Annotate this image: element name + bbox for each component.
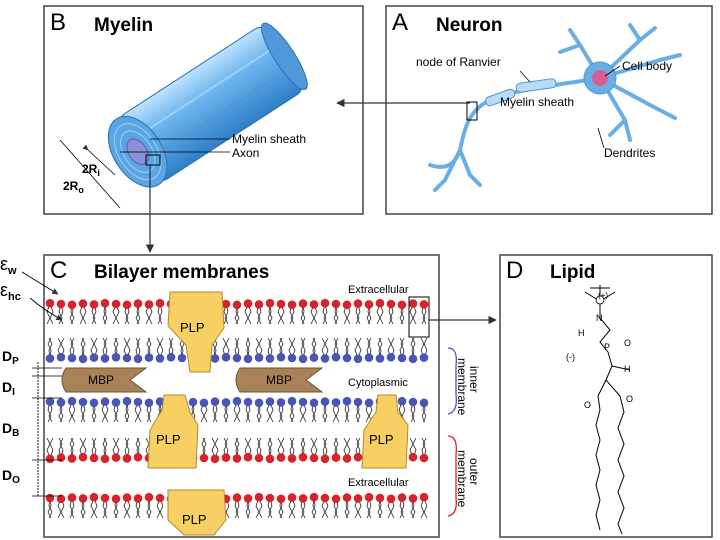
lipid-oxygen-3: O — [626, 394, 633, 404]
plp-protein-middle-right: PLP — [361, 394, 409, 469]
lipid-oxygen-2: O — [584, 400, 591, 410]
plp-protein-top: PLP — [167, 291, 225, 373]
lipid-hydrogen-1: H — [578, 328, 585, 338]
panel-d-title: Lipid — [550, 262, 595, 283]
db-label: DB — [2, 420, 19, 439]
outer-membrane-label-2: membrane — [455, 450, 469, 508]
myelin-zoom-box — [145, 154, 161, 166]
ranvier-label: node of Ranvier — [416, 55, 501, 69]
panel-c-letter: C — [50, 257, 67, 284]
panel-c-frame — [43, 254, 440, 538]
lipid-plus-charge: (+) — [598, 291, 608, 300]
extracellular-top-label: Extracellular — [348, 284, 409, 296]
svg-text:PLP: PLP — [180, 320, 205, 335]
cell-body-label: Cell body — [622, 59, 672, 73]
inner-membrane-label-2: membrane — [455, 358, 469, 416]
do-label: DO — [2, 467, 20, 486]
lipid-structure — [584, 285, 631, 535]
ranvier-zoom-box — [466, 101, 478, 121]
dp-label: DP — [2, 348, 19, 367]
mbp-protein-left: MBP — [61, 367, 148, 393]
extracellular-bottom-label: Extracellular — [348, 477, 409, 489]
lipid-oxygen-1: O — [624, 338, 631, 348]
panel-a-letter: A — [392, 9, 408, 36]
di-label: DI — [2, 379, 15, 398]
neuron-sheath-label: Myelin sheath — [500, 95, 574, 109]
ri-label: 2Ri — [82, 162, 100, 178]
cytoplasmic-label: Cytoplasmic — [348, 377, 408, 389]
lipid-nitrogen: N — [596, 313, 603, 323]
outer-membrane-brace — [447, 435, 457, 517]
panel-lipid: D Lipid (+) N H P (-) O H O O — [499, 254, 713, 538]
neuron-drawing — [428, 23, 682, 192]
panel-b-letter: B — [50, 9, 66, 36]
outer-membrane-label-1: outer — [467, 458, 481, 485]
panel-c-title: Bilayer membranes — [94, 262, 269, 283]
panel-d-letter: D — [506, 257, 523, 284]
panel-bilayer: C Bilayer membranes PLP PLP PLP PLP MBP — [0, 254, 481, 538]
lipid-phosphorus: P — [604, 342, 610, 352]
svg-text:MBP: MBP — [88, 373, 114, 387]
panel-myelin: B Myelin Myelin sheath Axon 2Ri 2Ro — [43, 5, 364, 215]
panel-b-title: Myelin — [94, 15, 153, 36]
lipid-minus-charge: (-) — [566, 352, 575, 362]
plp-protein-bottom: PLP — [167, 489, 227, 536]
svg-text:PLP: PLP — [369, 432, 394, 447]
epsilon-w-label: εw — [0, 254, 17, 277]
dendrites-label: Dendrites — [604, 146, 655, 160]
svg-text:PLP: PLP — [182, 512, 207, 527]
myelin-sheath-label: Myelin sheath — [232, 132, 306, 146]
epsilon-hc-label: εhc — [0, 280, 21, 303]
inner-membrane-brace — [447, 347, 457, 415]
plp-protein-middle-left: PLP — [147, 394, 199, 469]
panel-d-frame — [499, 254, 713, 538]
panel-a-title: Neuron — [436, 15, 503, 36]
axon-label: Axon — [232, 146, 259, 160]
panel-neuron: A Neuron node of Ranvier Cell body Myeli… — [385, 5, 713, 215]
inner-membrane-label-1: inner — [467, 366, 481, 393]
svg-text:MBP: MBP — [266, 373, 292, 387]
mbp-protein-right: MBP — [235, 367, 324, 393]
dimension-scale: DP DI DB DO — [2, 348, 62, 497]
lipid-zoom-box — [408, 296, 430, 338]
ro-label: 2Ro — [63, 179, 84, 195]
svg-text:PLP: PLP — [156, 432, 181, 447]
lipid-hydrogen-2: H — [624, 364, 631, 374]
